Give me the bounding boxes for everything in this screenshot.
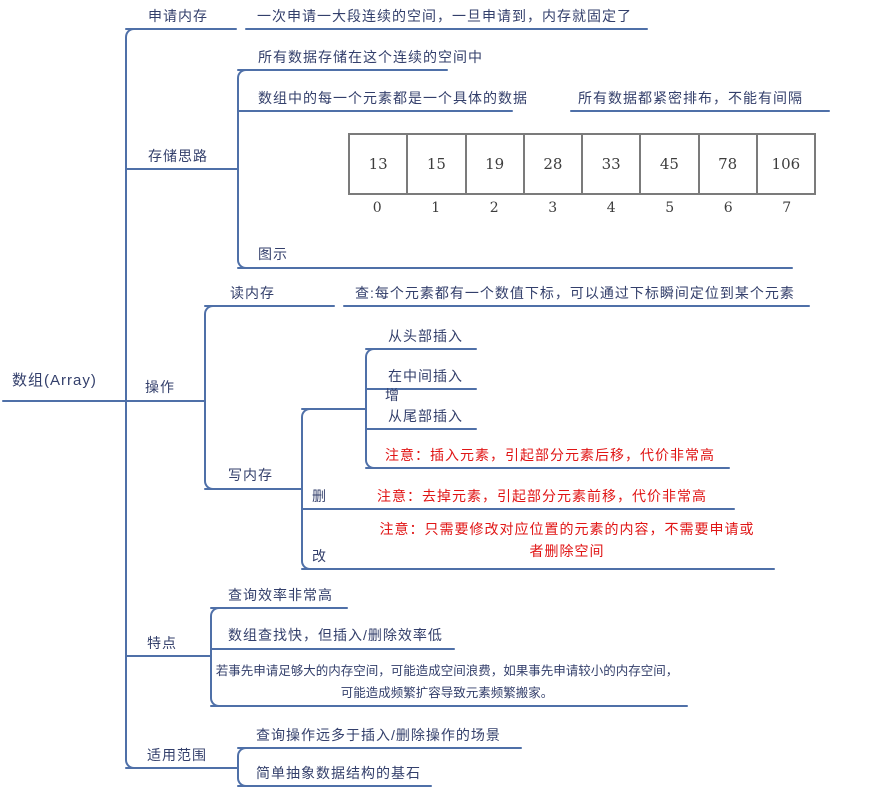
- array-cell: 33: [583, 135, 642, 193]
- topic-write-memory[interactable]: 写内存: [228, 467, 273, 483]
- topic-delete[interactable]: 删: [312, 488, 327, 504]
- underline-feat-2: [210, 648, 455, 650]
- topic-feature-2[interactable]: 数组查找快，但插入/删除效率低: [228, 627, 443, 643]
- array-cell: 78: [700, 135, 758, 193]
- topic-apply-memory[interactable]: 申请内存: [148, 8, 208, 24]
- array-cell: 15: [408, 135, 467, 193]
- array-cell: 106: [771, 155, 801, 173]
- array-index: 4: [606, 200, 616, 216]
- topic-delete-warning[interactable]: 注意：去掉元素，引起部分元素前移，代价非常高: [377, 488, 707, 504]
- underline-add-head: [365, 348, 477, 350]
- topic-read-memory[interactable]: 读内存: [230, 285, 275, 301]
- topic-add-head[interactable]: 从头部插入: [388, 328, 463, 344]
- underline-apply-note: [245, 28, 648, 30]
- topic-add-mid[interactable]: 在中间插入: [388, 368, 463, 384]
- underline-diagram: [237, 267, 793, 269]
- array-table-image: 13 15 19 28 33 45 78 106: [348, 133, 816, 195]
- topic-scope-1[interactable]: 查询操作远多于插入/删除操作的场景: [256, 727, 501, 743]
- array-index: 7: [782, 200, 792, 216]
- underline-storage-c1: [237, 69, 448, 71]
- topic-apply-note[interactable]: 一次申请一大段连续的空间，一旦申请到，内存就固定了: [257, 8, 632, 24]
- underline-scope-2: [237, 785, 432, 787]
- underline-scope-1: [237, 747, 522, 749]
- array-cell: 19: [467, 135, 525, 193]
- topic-scope[interactable]: 适用范围: [147, 747, 207, 763]
- topic-storage-c2[interactable]: 数组中的每一个元素都是一个具体的数据: [258, 90, 528, 106]
- underline-read: [204, 305, 335, 307]
- underline-scope: [125, 767, 239, 769]
- underline-storage: [125, 168, 239, 170]
- underline-del-warn: [365, 508, 735, 510]
- topic-scope-2[interactable]: 简单抽象数据结构的基石: [256, 765, 421, 781]
- topic-storage-c2-note[interactable]: 所有数据都紧密排布，不能有间隔: [578, 90, 803, 106]
- array-index: 1: [431, 200, 441, 216]
- underline-feat: [125, 655, 212, 657]
- underline-add: [301, 408, 367, 410]
- underline-storage-c2-note: [570, 110, 830, 112]
- underline-write: [204, 488, 303, 490]
- topic-storage-c1[interactable]: 所有数据存储在这个连续的空间中: [258, 49, 483, 65]
- connector-ops-children: [204, 305, 215, 490]
- topic-operations[interactable]: 操作: [145, 379, 175, 395]
- array-index: 6: [723, 200, 733, 216]
- topic-feature-3[interactable]: 若事先申请足够大的内存空间，可能造成空间浪费，如果事先申请较小的内存空间，可能造…: [215, 664, 679, 700]
- array-cell: 28: [525, 135, 583, 193]
- underline-feat-1: [210, 607, 348, 609]
- topic-modify-warning[interactable]: 注意：只需要修改对应位置的元素的内容，不需要申请或者删除空间: [379, 521, 755, 559]
- array-index: 3: [548, 200, 558, 216]
- underline-apply: [125, 28, 237, 30]
- topic-add-tail[interactable]: 从尾部插入: [388, 408, 463, 424]
- array-index: 5: [665, 200, 675, 216]
- topic-add[interactable]: 增: [385, 387, 400, 403]
- underline-add-tail: [365, 428, 477, 430]
- array-cell: 13: [350, 135, 409, 193]
- topic-feature-1[interactable]: 查询效率非常高: [228, 587, 333, 603]
- array-index-row: 0 1 2 3 4 5 6 7: [348, 200, 816, 216]
- topic-features[interactable]: 特点: [147, 635, 177, 651]
- topic-modify[interactable]: 改: [312, 548, 327, 564]
- underline-mod-warn: [365, 568, 775, 570]
- topic-add-warning[interactable]: 注意：插入元素，引起部分元素后移，代价非常高: [385, 447, 715, 463]
- topic-storage-idea[interactable]: 存储思路: [148, 148, 208, 164]
- connector-root-children: [125, 28, 136, 769]
- root-topic[interactable]: 数组(Array): [12, 372, 97, 389]
- underline-add-warn: [365, 467, 730, 469]
- array-index: 2: [489, 200, 499, 216]
- array-index: 0: [372, 200, 382, 216]
- topic-diagram-label[interactable]: 图示: [258, 246, 288, 262]
- underline-del: [301, 508, 367, 510]
- underline-ops: [125, 400, 206, 402]
- underline-mod: [301, 568, 367, 570]
- underline-read-note: [343, 305, 810, 307]
- underline-storage-c2: [237, 110, 513, 112]
- array-cell: 45: [641, 135, 700, 193]
- underline-feat-3: [210, 705, 688, 707]
- underline-add-mid: [365, 388, 477, 390]
- topic-read-note[interactable]: 查:每个元素都有一个数值下标，可以通过下标瞬间定位到某个元素: [355, 285, 795, 301]
- underline-root: [2, 400, 127, 402]
